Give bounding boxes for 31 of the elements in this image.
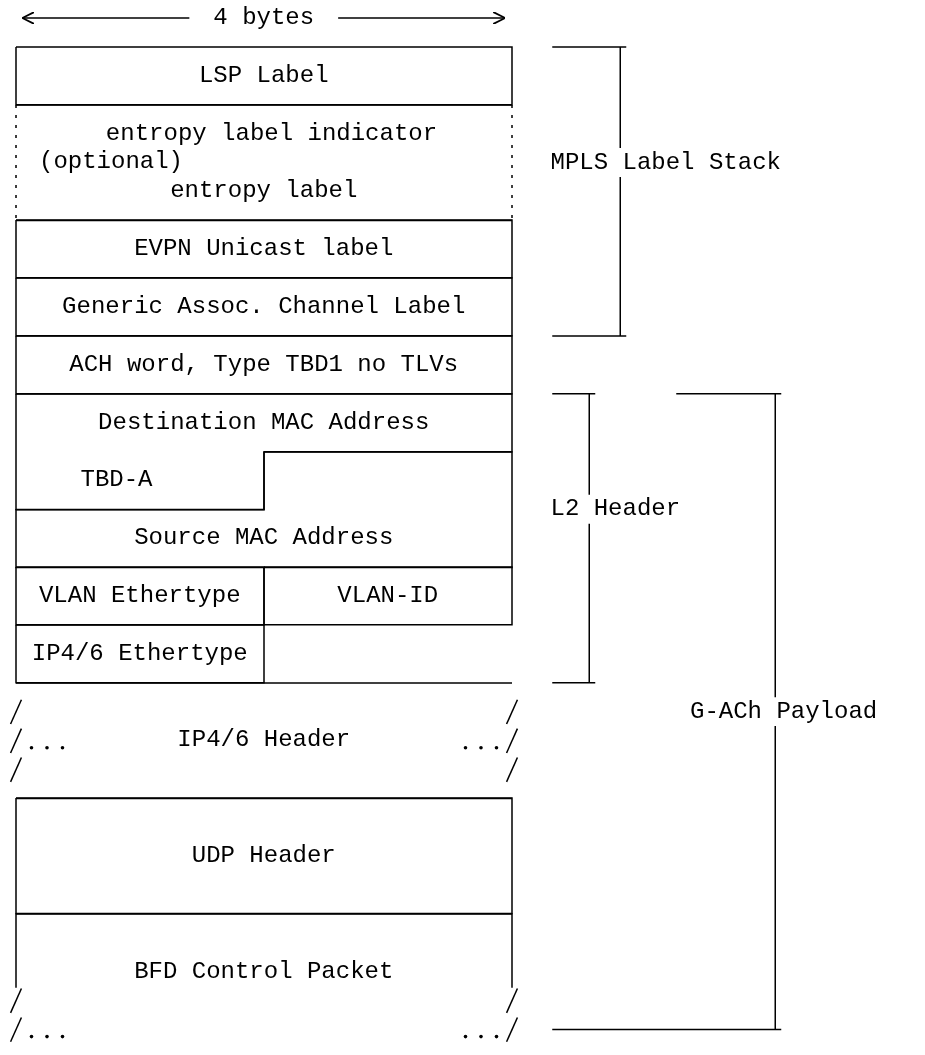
packet-field [15, 567, 264, 625]
packet-field [15, 46, 512, 105]
bracket-label: G-ACh Payload [690, 697, 878, 726]
packet-field [15, 798, 512, 914]
field-label: ACH word, Type TBD1 no TLVs [69, 350, 459, 379]
packet-field [15, 335, 512, 394]
field-label: VLAN-ID [337, 582, 439, 610]
field-label: BFD Control Packet [134, 957, 394, 986]
bracket-label: MPLS Label Stack [550, 148, 781, 177]
field-label: entropy label [170, 177, 358, 206]
field-label: IP4/6 Ethertype [31, 639, 248, 668]
packet-field [15, 393, 512, 510]
field-label: TBD-A [80, 466, 153, 495]
field-label: entropy label indicator [105, 119, 438, 148]
field-label: (optional) [39, 148, 184, 177]
field-label: Generic Assoc. Channel Label [62, 293, 466, 321]
packet-field [15, 278, 512, 336]
field-label: Source MAC Address [134, 524, 394, 553]
packet-field [15, 104, 512, 221]
packet-field [263, 567, 512, 625]
field-label: EVPN Unicast label [134, 235, 394, 264]
packet-field [15, 451, 512, 568]
field-label: Destination MAC Address [98, 408, 430, 437]
field-label: IP4/6 Header [177, 726, 351, 755]
bracket-label: L2 Header [550, 495, 681, 524]
field-label: UDP Header [191, 842, 336, 871]
field-label: LSP Label [198, 61, 329, 90]
packet-field [15, 220, 512, 279]
dimension-label: 4 bytes [213, 4, 315, 32]
field-label: VLAN Ethertype [38, 582, 241, 610]
packet-field [15, 624, 264, 683]
